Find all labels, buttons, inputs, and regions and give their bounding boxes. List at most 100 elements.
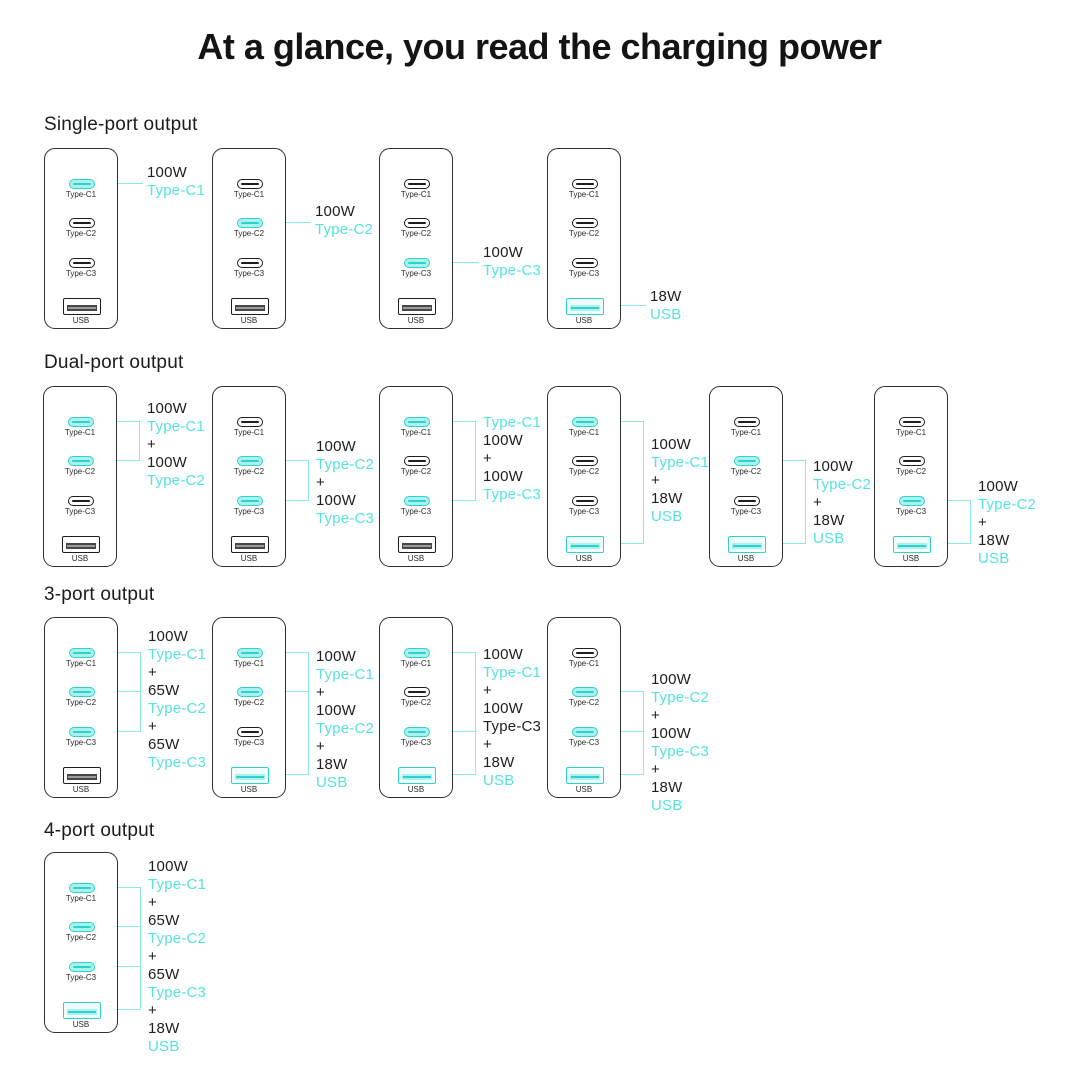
c3-port-label: Type-C3 [65,738,97,747]
c2-port-icon [404,456,430,466]
c3-port-icon [404,496,430,506]
c2-port-icon [237,456,263,466]
power-label-line: 100W [651,725,691,742]
c2-port-icon [572,456,598,466]
c1-port-label: Type-C1 [895,428,927,437]
power-label-line: 100W [483,646,523,663]
power-label-line: USB [148,1038,180,1055]
usb-port-label: USB [902,554,920,563]
c2-port-icon [68,456,94,466]
c2-port-icon [237,218,263,228]
usb-port-icon [231,766,269,784]
power-label-line: Type-C3 [148,984,207,1001]
power-label-line: 100W [316,492,356,509]
c2-port-label: Type-C2 [568,698,600,707]
connector-bracket [805,460,807,544]
c1-port-label: Type-C1 [568,659,600,668]
usb-port-contact [402,542,432,549]
power-label-line: 18W [813,512,845,529]
c2-port-label: Type-C2 [64,467,96,476]
c3-port-icon [69,258,95,268]
c3-port-icon [69,962,95,972]
c3-port-label: Type-C3 [895,507,927,516]
power-label-line: 18W [148,1020,180,1037]
usb-port-label: USB [72,316,90,325]
usb-port-contact [570,542,600,549]
c3-port-label: Type-C3 [65,973,97,982]
power-label-line: 100W [147,454,187,471]
usb-port-label: USB [407,785,425,794]
usb-port-icon [566,297,604,315]
power-label-line: + [651,761,660,778]
c3-port-label: Type-C3 [233,507,265,516]
usb-port-icon [231,535,269,553]
c1-port-icon [734,417,760,427]
c3-port-icon [69,727,95,737]
c3-port-icon [237,496,263,506]
power-label-line: + [148,948,157,965]
connector-bracket [139,421,141,461]
usb-port-label: USB [407,316,425,325]
usb-port-label: USB [240,785,258,794]
power-label-line: 100W [813,458,853,475]
connector-bracket [308,460,310,501]
c2-port-icon [899,456,925,466]
usb-port-label: USB [737,554,755,563]
power-label-line: Type-C2 [316,720,375,737]
power-label-line: 100W [147,400,187,417]
usb-port-label: USB [240,554,258,563]
power-label-line: + [316,738,325,755]
usb-port-label: USB [575,554,593,563]
connector-line [263,222,311,224]
c3-port-icon [899,496,925,506]
c3-port-label: Type-C3 [233,738,265,747]
power-label-line: Type-C2 [148,930,207,947]
power-label-line: 18W [650,288,682,305]
power-label-line: + [483,682,492,699]
power-label-line: 18W [651,779,683,796]
power-label-line: Type-C3 [483,262,542,279]
c1-port-icon [69,883,95,893]
section-heading: 3-port output [44,584,155,605]
page-title: At a glance, you read the charging power [197,26,882,67]
power-label-line: + [148,664,157,681]
c3-port-label: Type-C3 [568,269,600,278]
power-label-line: + [483,450,492,467]
c3-port-label: Type-C3 [400,507,432,516]
power-label-line: 100W [483,244,523,261]
connector-line [604,774,643,776]
power-label-line: Type-C2 [147,472,206,489]
power-label-line: Type-C3 [148,754,207,771]
c3-port-label: Type-C3 [400,738,432,747]
c1-port-label: Type-C1 [65,190,97,199]
connector-line [101,1009,140,1011]
connector-bracket [475,421,477,501]
c2-port-icon [69,218,95,228]
usb-port-contact [570,304,600,311]
power-label-line: 18W [316,756,348,773]
c2-port-label: Type-C2 [65,933,97,942]
usb-port-contact [235,542,265,549]
c2-port-icon [572,687,598,697]
usb-port-icon [63,766,101,784]
power-label-line: Type-C1 [316,666,375,683]
c2-port-label: Type-C2 [233,698,265,707]
c3-port-label: Type-C3 [65,269,97,278]
power-label-line: 100W [148,628,188,645]
connector-line [766,543,805,545]
c1-port-label: Type-C1 [233,190,265,199]
usb-port-label: USB [71,554,89,563]
c1-port-icon [237,648,263,658]
power-label-line: 100W [483,700,523,717]
power-label-line: USB [483,772,515,789]
power-label-line: 18W [483,754,515,771]
